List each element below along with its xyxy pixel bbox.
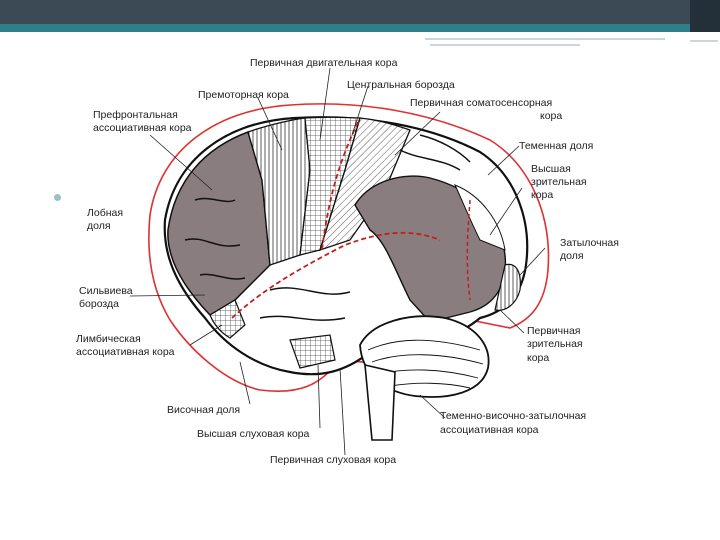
label-somatosensory-line1: Первичная соматосенсорная xyxy=(410,97,552,109)
label-frontal-line2: доля xyxy=(87,220,111,232)
label-limbic-line2: ассоциативная кора xyxy=(76,346,175,358)
label-somatosensory-line2: кора xyxy=(540,110,562,122)
label-premotor-cortex: Премоторная кора xyxy=(198,89,289,101)
brainstem xyxy=(365,365,395,440)
label-tpo-line1: Теменно-височно-затылочная xyxy=(440,410,586,422)
label-occipital-line1: Затылочная xyxy=(560,237,619,249)
label-primary-visual-line1: Первичная xyxy=(527,325,580,337)
label-sylvian-line1: Сильвиева xyxy=(79,285,133,297)
label-temporal-lobe: Височная доля xyxy=(167,404,240,416)
label-higher-visual-line2: зрительная xyxy=(531,176,587,188)
label-primary-visual-line3: кора xyxy=(527,352,549,364)
label-primary-motor-cortex: Первичная двигательная кора xyxy=(250,57,398,69)
label-sylvian-line2: борозда xyxy=(79,298,119,310)
label-primary-auditory: Первичная слуховая кора xyxy=(270,454,396,466)
label-prefrontal-line2: ассоциативная кора xyxy=(93,122,192,134)
label-higher-auditory: Высшая слуховая кора xyxy=(197,428,310,440)
label-frontal-line1: Лобная xyxy=(87,207,123,219)
label-parietal-lobe: Теменная доля xyxy=(519,140,593,152)
label-central-sulcus: Центральная борозда xyxy=(347,79,455,91)
label-occipital-line2: доля xyxy=(560,250,584,262)
label-prefrontal-line1: Префронтальная xyxy=(93,109,178,121)
label-higher-visual-line3: кора xyxy=(531,189,553,201)
label-primary-visual-line2: зрительная xyxy=(527,338,583,350)
label-limbic-line1: Лимбическая xyxy=(76,333,141,345)
label-tpo-line2: ассоциативная кора xyxy=(440,424,539,436)
label-higher-visual-line1: Высшая xyxy=(531,163,571,175)
